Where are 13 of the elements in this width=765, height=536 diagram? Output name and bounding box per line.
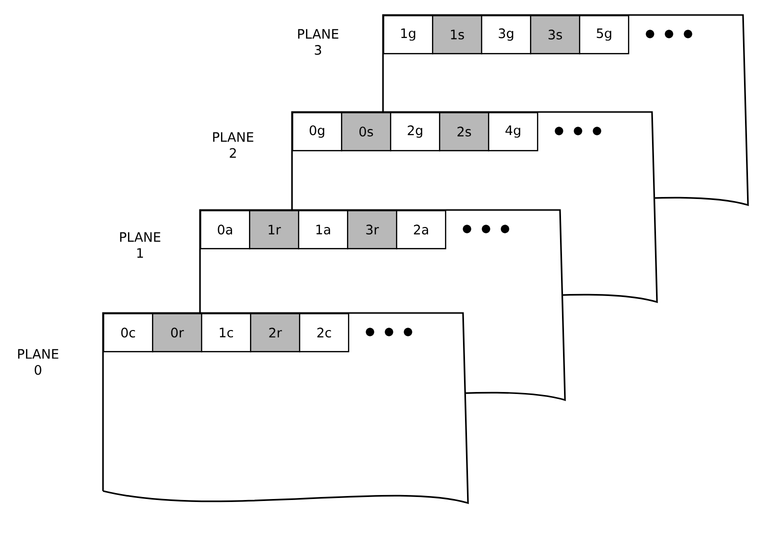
- plane-label: PLANE 2: [213, 132, 254, 158]
- cell: 2a: [396, 210, 446, 250]
- cell: 2s: [439, 112, 490, 152]
- cell: 1a: [298, 210, 348, 250]
- cell: 2r: [250, 313, 300, 352]
- cell: 2g: [390, 112, 440, 152]
- plane-label: PLANE 3: [298, 29, 338, 55]
- plane-label: PLANE 1: [120, 232, 160, 258]
- plane-label: PLANE 0: [18, 349, 58, 375]
- cell: 1c: [201, 313, 252, 352]
- cell: 2c: [299, 313, 350, 352]
- cell: 3r: [347, 210, 398, 250]
- cell: 4g: [488, 112, 538, 152]
